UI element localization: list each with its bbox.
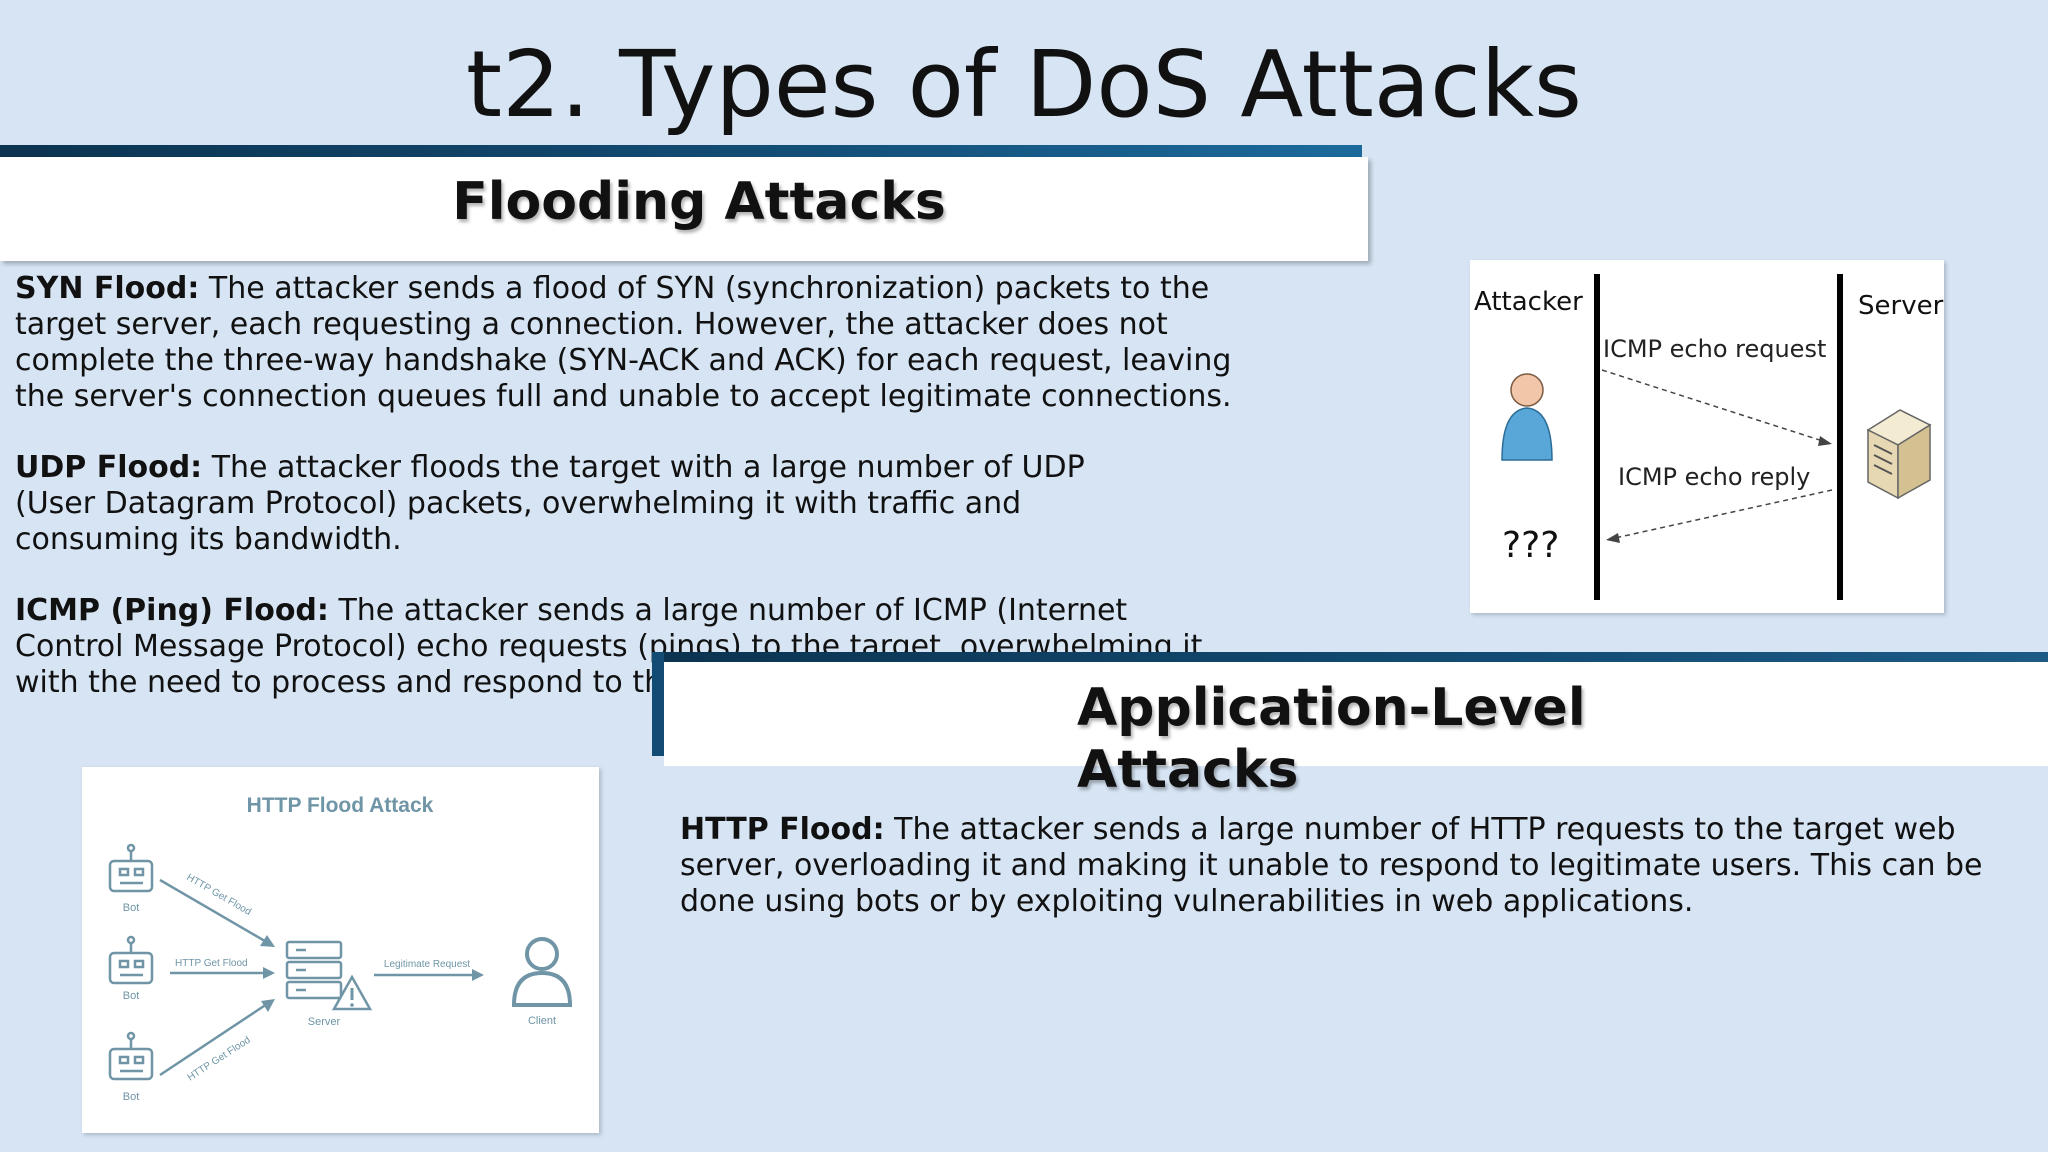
slide-title: t2. Types of DoS Attacks bbox=[466, 31, 1582, 138]
http-diagram-title: HTTP Flood Attack bbox=[247, 794, 434, 817]
http-flood-term: HTTP Flood: bbox=[680, 812, 885, 847]
icmp-flood-term: ICMP (Ping) Flood: bbox=[15, 593, 329, 628]
icmp-reply-label: ICMP echo reply bbox=[1618, 463, 1810, 491]
bot-icon bbox=[108, 1031, 154, 1081]
syn-flood-text: The attacker sends a flood of SYN (synch… bbox=[15, 271, 1232, 414]
icmp-flood-diagram: Attacker Server ICMP echo request ICMP e… bbox=[1470, 260, 1944, 613]
udp-flood-term: UDP Flood: bbox=[15, 450, 203, 485]
flood-label-top: HTTP Get Flood bbox=[185, 872, 253, 918]
bot-icon bbox=[108, 935, 154, 985]
client-person-icon bbox=[511, 937, 573, 1007]
application-accent-bar bbox=[652, 652, 2048, 662]
server-label: Server bbox=[308, 1016, 341, 1028]
flood-label-middle: HTTP Get Flood bbox=[175, 958, 248, 969]
http-flood-diagram: HTTP Flood Attack Bot Bot Bot HTTP Get F… bbox=[82, 767, 599, 1133]
syn-flood-paragraph: SYN Flood: The attacker sends a flood of… bbox=[15, 271, 1245, 415]
warning-icon bbox=[331, 974, 373, 1011]
http-flood-text: The attacker sends a large number of HTT… bbox=[680, 812, 1983, 919]
bot-label: Bot bbox=[123, 902, 140, 914]
bot-label: Bot bbox=[123, 1091, 140, 1103]
http-flood-paragraph: HTTP Flood: The attacker sends a large n… bbox=[680, 812, 2030, 920]
legit-request-label: Legitimate Request bbox=[384, 959, 470, 970]
server-tower-icon bbox=[1866, 409, 1932, 500]
client-label: Client bbox=[528, 1015, 556, 1027]
icmp-attacker-label: Attacker bbox=[1474, 287, 1583, 317]
udp-flood-text: The attacker floods the target with a la… bbox=[15, 450, 1085, 557]
bot-label: Bot bbox=[123, 990, 140, 1002]
bot-icon bbox=[108, 843, 154, 893]
flooding-accent-bar bbox=[0, 145, 1362, 157]
icmp-flood-paragraph: ICMP (Ping) Flood: The attacker sends a … bbox=[15, 593, 1245, 701]
icmp-request-label: ICMP echo request bbox=[1603, 335, 1826, 363]
application-header-box bbox=[664, 662, 2048, 766]
syn-flood-term: SYN Flood: bbox=[15, 271, 200, 306]
application-header: Application-Level Attacks bbox=[1077, 677, 1597, 801]
flood-label-bottom: HTTP Get Flood bbox=[186, 1035, 253, 1084]
application-header-line1: Application-Level bbox=[1077, 678, 1586, 738]
icmp-unknown-label: ??? bbox=[1502, 525, 1559, 566]
flooding-header: Flooding Attacks bbox=[452, 172, 946, 232]
user-person-icon bbox=[1501, 373, 1553, 461]
application-header-line2: Attacks bbox=[1077, 740, 1299, 800]
application-accent-edge bbox=[652, 652, 664, 756]
server-rack-icon bbox=[285, 940, 343, 1000]
flooding-header-box bbox=[0, 157, 1368, 261]
icmp-server-label: Server bbox=[1858, 291, 1944, 321]
udp-flood-paragraph: UDP Flood: The attacker floods the targe… bbox=[15, 450, 1125, 558]
